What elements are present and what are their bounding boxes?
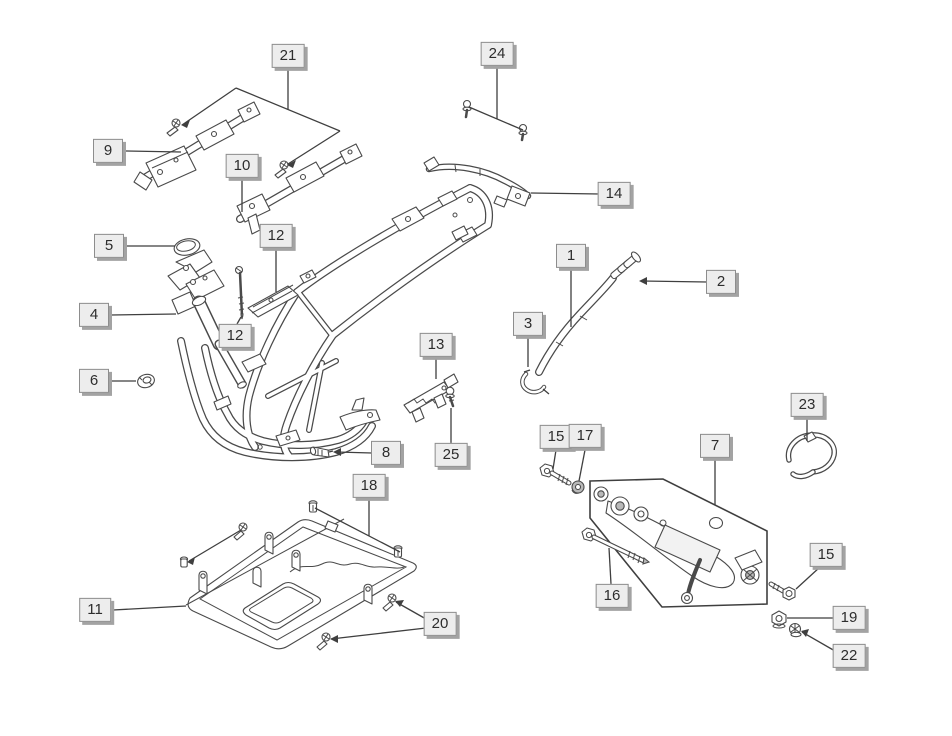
part-20-screws <box>233 522 397 651</box>
part-2-hose-fitting <box>610 251 642 280</box>
callout-7[interactable]: 7 <box>700 433 730 459</box>
part-3-clamp <box>520 369 550 395</box>
callout-23[interactable]: 23 <box>790 392 824 418</box>
callout-10[interactable]: 10 <box>225 153 259 179</box>
callout-22[interactable]: 22 <box>832 643 866 669</box>
callout-5[interactable]: 5 <box>94 233 124 259</box>
callout-12-2[interactable]: 12 <box>218 323 252 349</box>
callout-4[interactable]: 4 <box>79 302 109 328</box>
callout-18[interactable]: 18 <box>352 473 386 499</box>
part-4-head-bracket <box>167 249 247 389</box>
part-22-cap-nut <box>788 622 802 638</box>
part-9-crossmember <box>133 101 261 191</box>
part-6-grommet <box>137 373 155 389</box>
callout-6[interactable]: 6 <box>79 368 109 394</box>
part-10-crossmember <box>236 143 363 235</box>
part-21-screws <box>166 118 289 179</box>
part-12-sleeve <box>247 284 299 318</box>
callout-8[interactable]: 8 <box>371 440 401 466</box>
callout-25[interactable]: 25 <box>434 442 468 468</box>
part-8-clip <box>309 446 334 458</box>
callout-9[interactable]: 9 <box>93 138 123 164</box>
part-7-engine-mount <box>589 478 768 608</box>
part-17-washer <box>571 480 585 494</box>
callout-17[interactable]: 17 <box>568 423 602 449</box>
callout-20[interactable]: 20 <box>423 611 457 637</box>
part-15-bolt-left <box>539 463 572 486</box>
part-14-rear-bracket <box>423 156 532 208</box>
part-15-bolt-right <box>768 581 796 601</box>
part-13-rail <box>403 373 459 423</box>
callout-11[interactable]: 11 <box>79 597 111 623</box>
callout-12[interactable]: 12 <box>259 223 293 249</box>
part-5-cap <box>173 238 201 256</box>
callout-16[interactable]: 16 <box>595 583 629 609</box>
part-12-screw <box>234 265 245 320</box>
main-frame-body <box>177 184 493 462</box>
callout-15-2[interactable]: 15 <box>809 542 843 568</box>
part-1-hose <box>535 274 617 376</box>
part-16-bolt <box>581 527 651 565</box>
callout-19[interactable]: 19 <box>832 605 866 631</box>
part-19-nut <box>771 610 787 629</box>
callout-15[interactable]: 15 <box>539 424 573 450</box>
part-11-floor-panel <box>185 518 417 650</box>
callout-14[interactable]: 14 <box>597 181 631 207</box>
callout-21[interactable]: 21 <box>271 43 305 69</box>
callout-13[interactable]: 13 <box>419 332 453 358</box>
callout-1[interactable]: 1 <box>556 243 586 269</box>
callout-3[interactable]: 3 <box>513 311 543 337</box>
callout-2[interactable]: 2 <box>706 269 736 295</box>
leader-lines <box>110 68 836 652</box>
callout-24[interactable]: 24 <box>480 41 514 67</box>
part-25-bolt <box>445 386 455 408</box>
